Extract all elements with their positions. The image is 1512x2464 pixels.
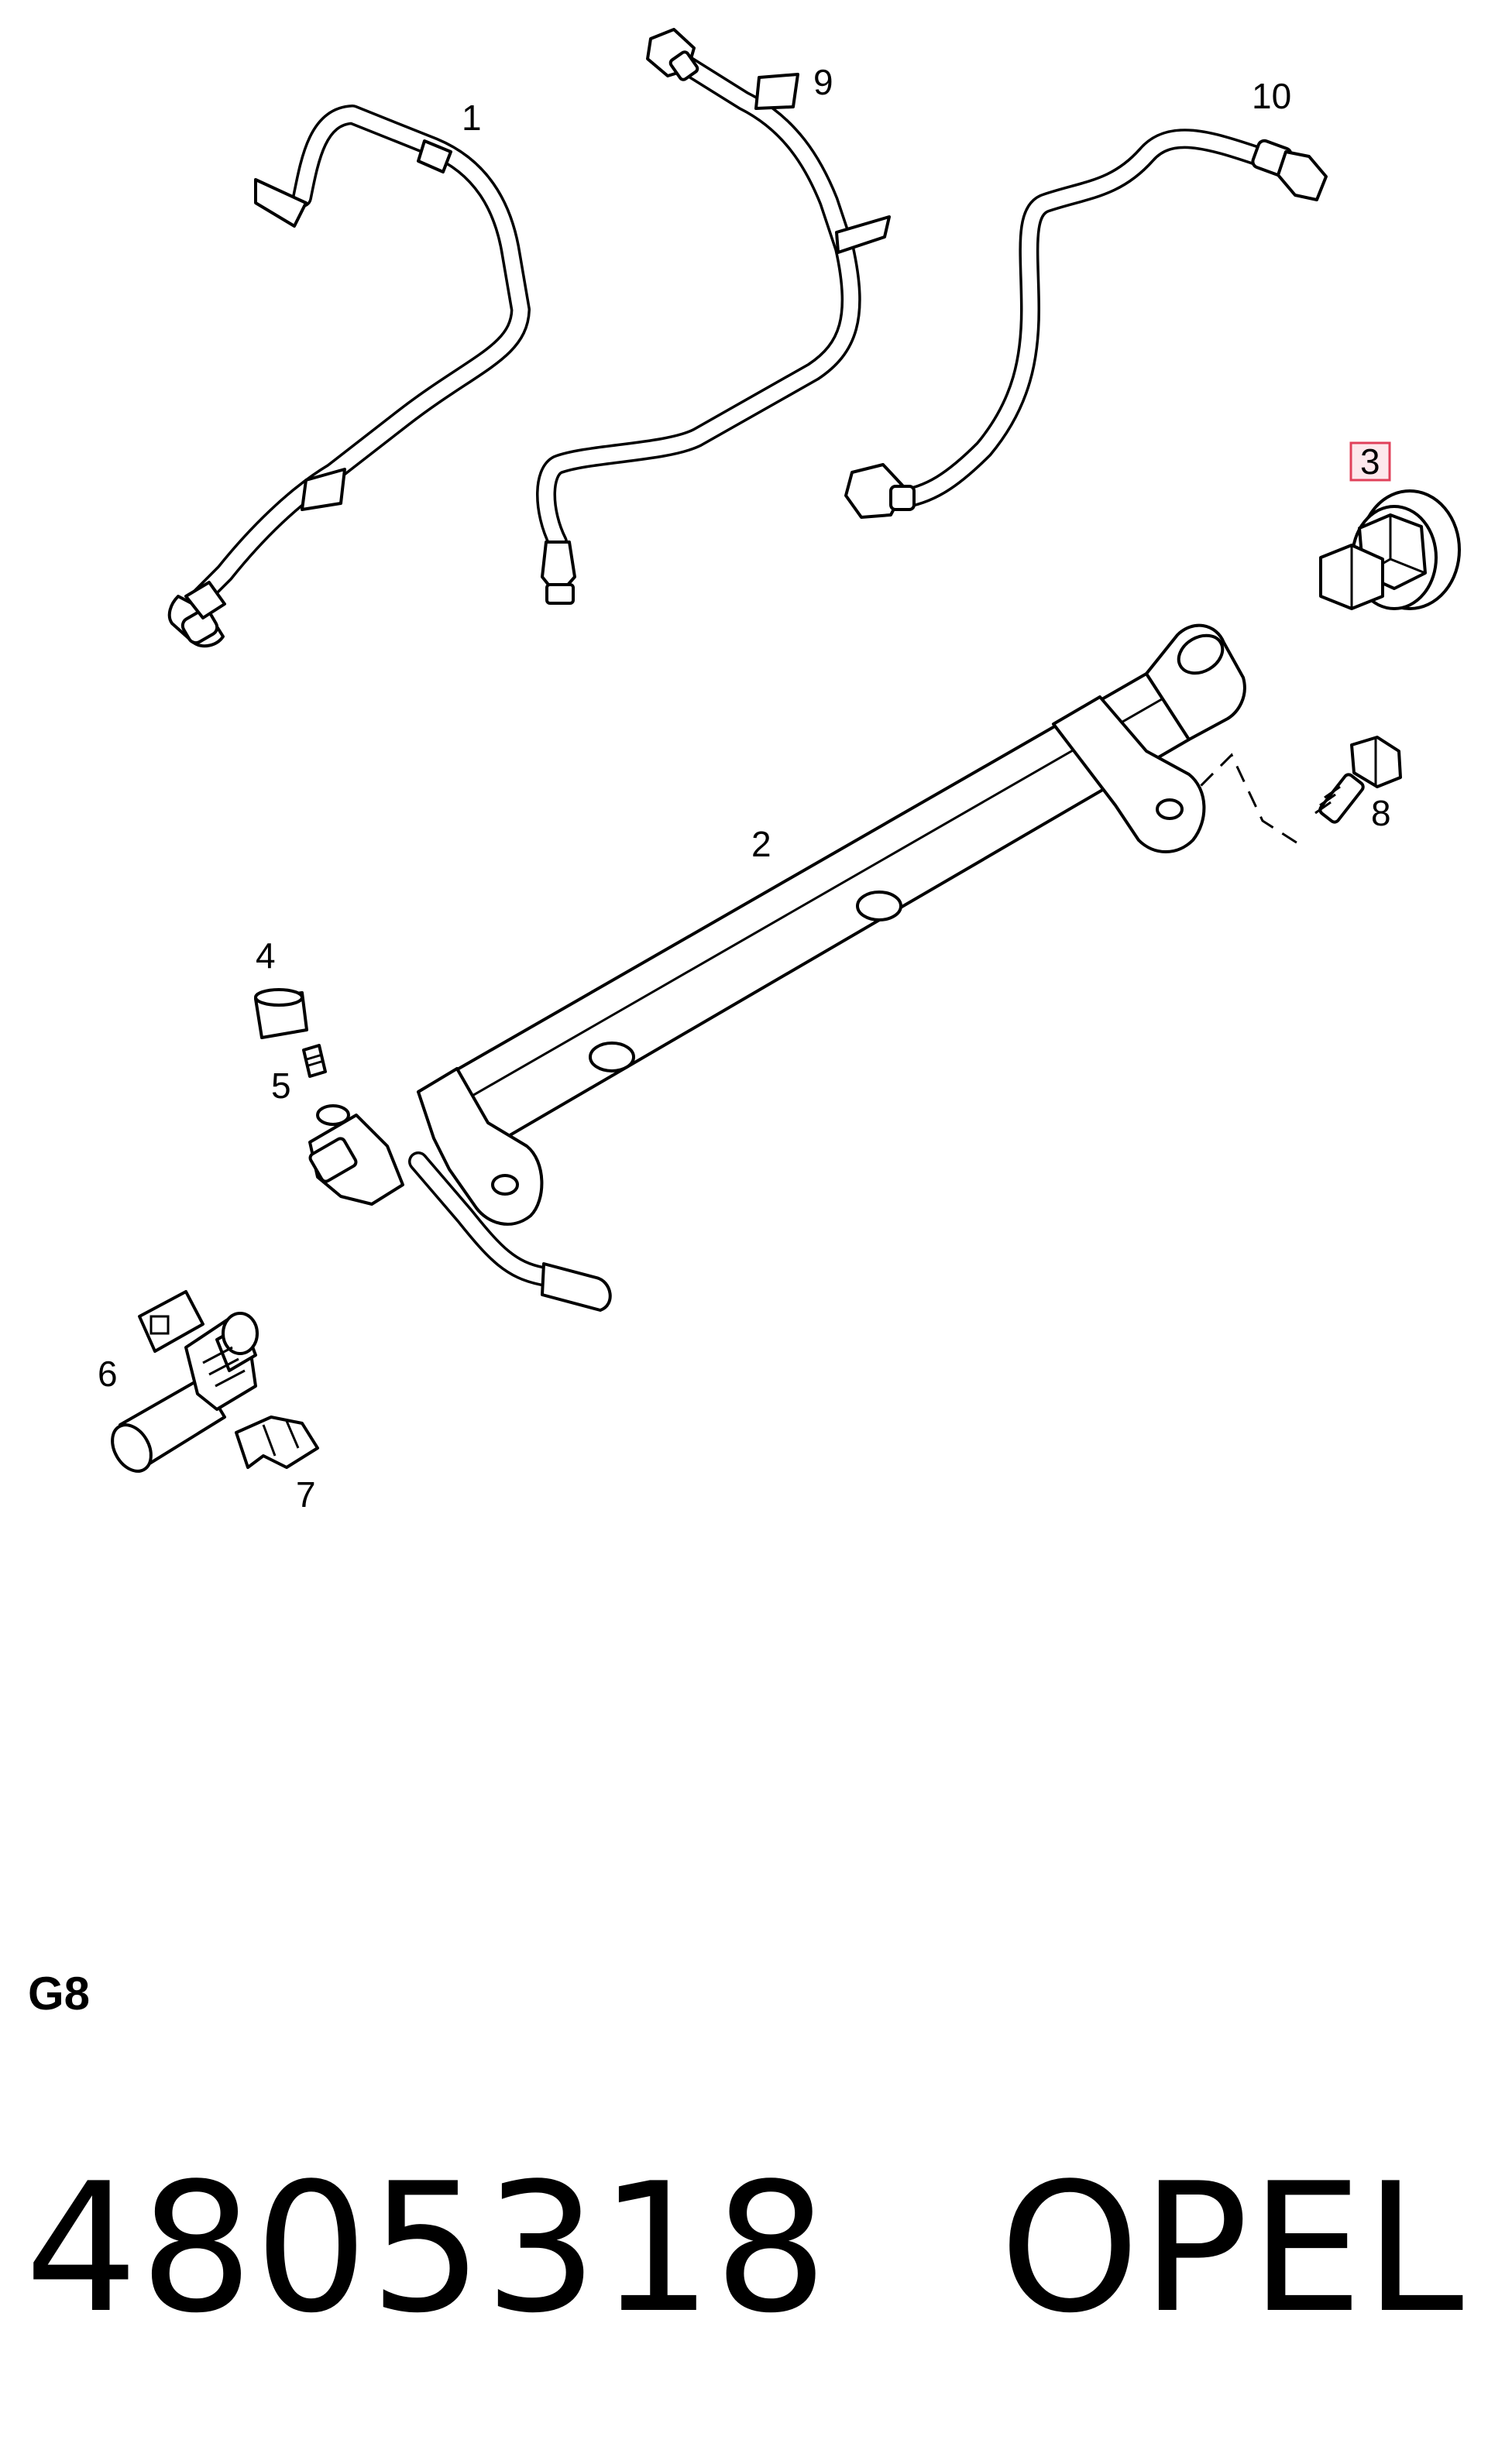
fuel-line-1[interactable] <box>167 105 531 648</box>
callout-5[interactable]: 5 <box>271 1066 291 1106</box>
fuel-line-9[interactable] <box>536 28 891 605</box>
callout-4[interactable]: 4 <box>256 935 276 976</box>
brand-name: OPEL <box>999 2146 1466 2352</box>
callout-2[interactable]: 2 <box>751 824 771 864</box>
fuel-injector-6[interactable] <box>105 1290 259 1478</box>
callout-1[interactable]: 1 <box>462 98 482 138</box>
callout-6[interactable]: 6 <box>98 1354 118 1394</box>
clip-7[interactable] <box>235 1416 319 1469</box>
bolt-8[interactable] <box>1314 736 1402 824</box>
parts-diagram: 1 9 10 3 2 8 4 5 6 7 <box>98 28 1461 1515</box>
callout-9[interactable]: 9 <box>813 62 833 102</box>
part-number: 4805318 <box>25 2146 830 2352</box>
plug-bolt-3[interactable] <box>1319 489 1461 610</box>
cap-4[interactable] <box>254 988 308 1039</box>
model-label: G8 <box>28 1968 91 2020</box>
callout-8[interactable]: 8 <box>1371 793 1391 833</box>
bolt-leader-line <box>1180 753 1302 847</box>
fuel-rail-2[interactable] <box>308 623 1246 1312</box>
callout-3[interactable]: 3 <box>1360 441 1380 482</box>
callout-7[interactable]: 7 <box>296 1474 316 1515</box>
valve-core-5[interactable] <box>302 1044 327 1078</box>
fuel-line-10[interactable] <box>844 129 1328 519</box>
callout-3-highlight <box>1349 441 1391 482</box>
callout-10[interactable]: 10 <box>1252 76 1291 116</box>
